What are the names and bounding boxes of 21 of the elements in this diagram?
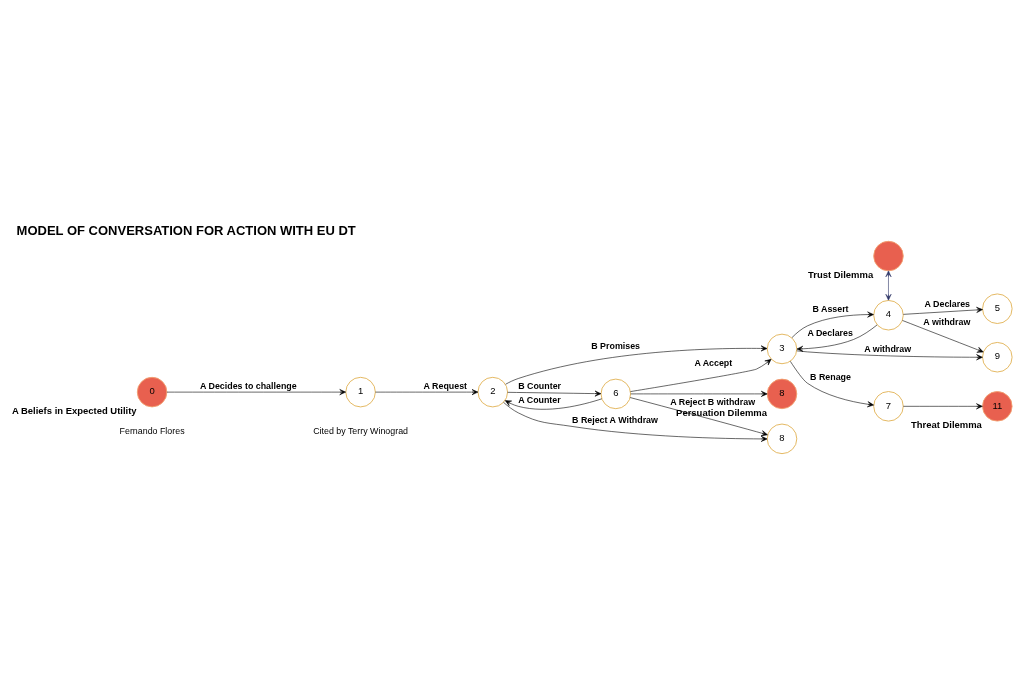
node-label: Persuation Dilemma (676, 406, 768, 418)
node-label: Trust Dilemma (808, 268, 874, 280)
edge-label: A withdraw (864, 343, 912, 354)
edge-label: B Reject A Withdraw (572, 414, 658, 425)
label: Fernando Flores (119, 426, 185, 437)
diagram-title: MODEL OF CONVERSATION FOR ACTION WITH EU DT (16, 222, 356, 238)
edge-label: B Promises (591, 340, 641, 351)
edge-label: A Request (423, 380, 468, 391)
edge-label: A Declares (807, 327, 853, 338)
label: Cited by Terry Winograd (313, 426, 409, 437)
edge-label: A Counter (518, 394, 561, 405)
edge-label: A Reject B withdraw (670, 397, 756, 408)
edge-label: A Accept (694, 357, 733, 368)
edge-label: B Assert (812, 304, 849, 315)
edge-label: A Decides to challenge (199, 380, 297, 391)
node-label: A Beliefs in Expected Utility (11, 404, 137, 416)
edge-label: A Declares (924, 298, 971, 309)
edge-label: B Renage (810, 371, 851, 382)
edge-label: B Counter (518, 380, 562, 391)
edge-label: A withdraw (923, 317, 971, 328)
node-label: Threat Dilemma (910, 419, 982, 431)
